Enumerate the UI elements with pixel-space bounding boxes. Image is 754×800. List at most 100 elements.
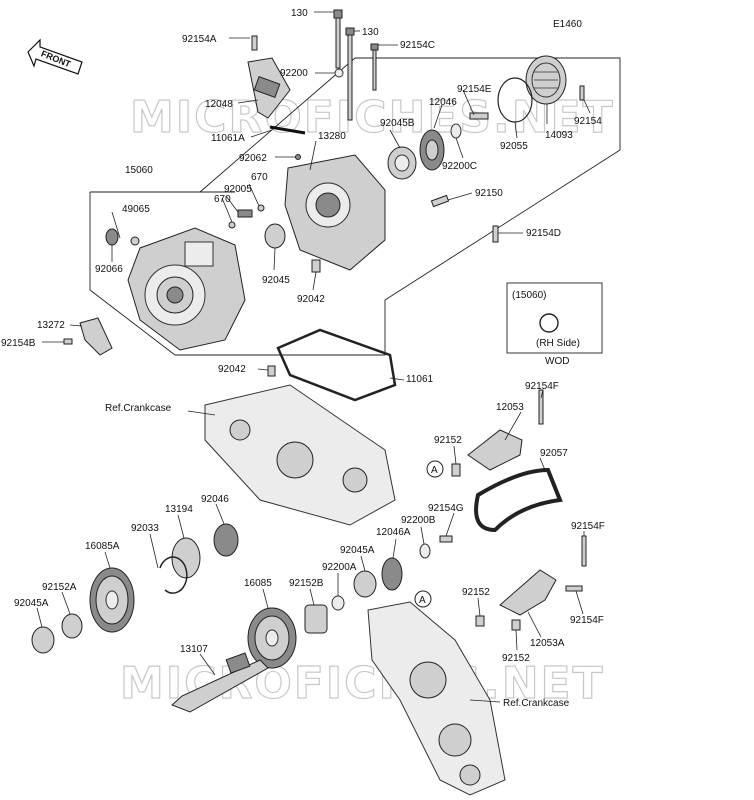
washer-92200c-icon [450, 123, 462, 139]
label-92154b: 92154B [1, 338, 36, 349]
watermark-top: MICROFICHES.NET [130, 92, 615, 143]
label-16085a: 16085A [85, 541, 120, 552]
label-670-b: 670 [214, 194, 231, 205]
pin-92062-icon [295, 154, 301, 160]
bolt-92154b-icon [63, 338, 73, 345]
seal-92045-icon [264, 223, 286, 249]
bolt-92154f-1-icon [538, 389, 544, 425]
label-11061a: 11061A [211, 133, 245, 144]
collar-92152a-icon [61, 613, 83, 639]
label-92154c: 92154C [400, 40, 435, 51]
bearing-92045a-icon [353, 570, 377, 598]
collar-92152-c-icon [511, 619, 521, 631]
label-92154a: 92154A [182, 34, 217, 45]
label-92046: 92046 [201, 494, 229, 505]
inset-note: WOD [545, 356, 569, 367]
washer-92200a-icon [331, 595, 345, 611]
label-12046a: 12046A [376, 527, 411, 538]
label-92200a: 92200A [322, 562, 357, 573]
label-92200c: 92200C [442, 161, 477, 172]
label-92154: 92154 [574, 116, 602, 127]
label-12053a: 12053A [530, 638, 565, 649]
gasket-11061-icon [276, 328, 397, 402]
label-15060: 15060 [125, 165, 153, 176]
label-11061: 11061 [406, 374, 434, 385]
label-92005: 92005 [224, 184, 252, 195]
part-labels: 130 130 92154A 92154C 92200 12048 11061A… [1, 8, 605, 709]
bracket-13272-icon [79, 317, 113, 356]
crankcase-ref-upper-icon [204, 384, 396, 526]
label-92066: 92066 [95, 264, 123, 275]
bolt-92154g-icon [439, 535, 453, 543]
pump-15060-icon [127, 227, 246, 351]
gear-12046-icon [419, 129, 445, 171]
label-92154e: 92154E [457, 84, 492, 95]
guide-12053-icon [467, 429, 523, 471]
gasket-11061a-icon [269, 125, 306, 135]
label-92200b: 92200B [401, 515, 436, 526]
plug-49065-icon [130, 236, 140, 246]
label-92154f-2: 92154F [571, 521, 605, 532]
bearing-92045a-2-icon [31, 626, 55, 654]
label-13280: 13280 [318, 131, 346, 142]
ref-a-circle-2 [414, 590, 432, 608]
label-12053: 12053 [496, 402, 524, 413]
collar-92152-icon [451, 463, 461, 477]
label-92055: 92055 [500, 141, 528, 152]
label-92154d: 92154D [526, 228, 561, 239]
dowel-92042b-icon [267, 365, 276, 377]
guide-12053a-icon [499, 569, 557, 616]
label-92057: 92057 [540, 448, 568, 459]
label-670-a: 670 [251, 172, 268, 183]
group-frame-upper [89, 57, 621, 356]
bolt-92154f-2-icon [581, 535, 587, 567]
plug-92066-icon [105, 228, 119, 246]
bolt-92150-icon [430, 194, 450, 208]
gear-16085a-icon [89, 567, 135, 633]
dowel-92042-icon [311, 259, 321, 273]
crankcase-ref-lower-icon [367, 601, 506, 796]
label-92154f-1: 92154F [525, 381, 559, 392]
label-92152-a: 92152 [434, 435, 462, 446]
collar-92152-b-icon [475, 615, 485, 627]
label-13107: 13107 [180, 644, 208, 655]
small-parts-670-icon [228, 204, 265, 229]
housing-13280-icon [284, 154, 386, 271]
gear-16085-icon [247, 607, 297, 669]
bolt-92154-icon [579, 85, 585, 101]
label-92200: 92200 [280, 68, 308, 79]
label-92152-b: 92152 [462, 587, 490, 598]
ref-a-label-1: A [431, 465, 438, 476]
cover-14093-icon [525, 55, 567, 105]
shaft-13107-icon [171, 652, 269, 713]
inset-side: (RH Side) [536, 338, 580, 349]
leader-lines [36, 11, 591, 703]
ref-a-circle-1 [426, 460, 444, 478]
label-13272: 13272 [37, 320, 65, 331]
diagram-code: E1460 [553, 19, 582, 30]
label-92150: 92150 [475, 188, 503, 199]
tensioner-12048-icon [247, 35, 291, 119]
label-130-b: 130 [362, 27, 379, 38]
label-92154f-3: 92154F [570, 615, 604, 626]
sleeve-92152b-icon [304, 604, 328, 634]
label-ref-crankcase-1: Ref.Crankcase [105, 403, 172, 414]
label-92033: 92033 [131, 523, 159, 534]
bolt-92154f-3-icon [565, 585, 583, 592]
label-92062: 92062 [239, 153, 267, 164]
label-ref-crankcase-2: Ref.Crankcase [503, 698, 570, 709]
inset-box [506, 282, 603, 354]
label-92045a-2: 92045A [14, 598, 49, 609]
label-92152b: 92152B [289, 578, 324, 589]
needle-bearing-92046-icon [213, 523, 239, 557]
label-14093: 14093 [545, 130, 573, 141]
label-92152a: 92152A [42, 582, 77, 593]
label-16085: 16085 [244, 578, 272, 589]
label-49065: 49065 [122, 204, 150, 215]
label-92154g: 92154G [428, 503, 464, 514]
bolt-92154e-icon [469, 112, 489, 120]
washer-92200b-icon [419, 543, 431, 559]
gear-12046a-icon [381, 557, 403, 591]
front-arrow-icon: FRONT [27, 38, 83, 75]
